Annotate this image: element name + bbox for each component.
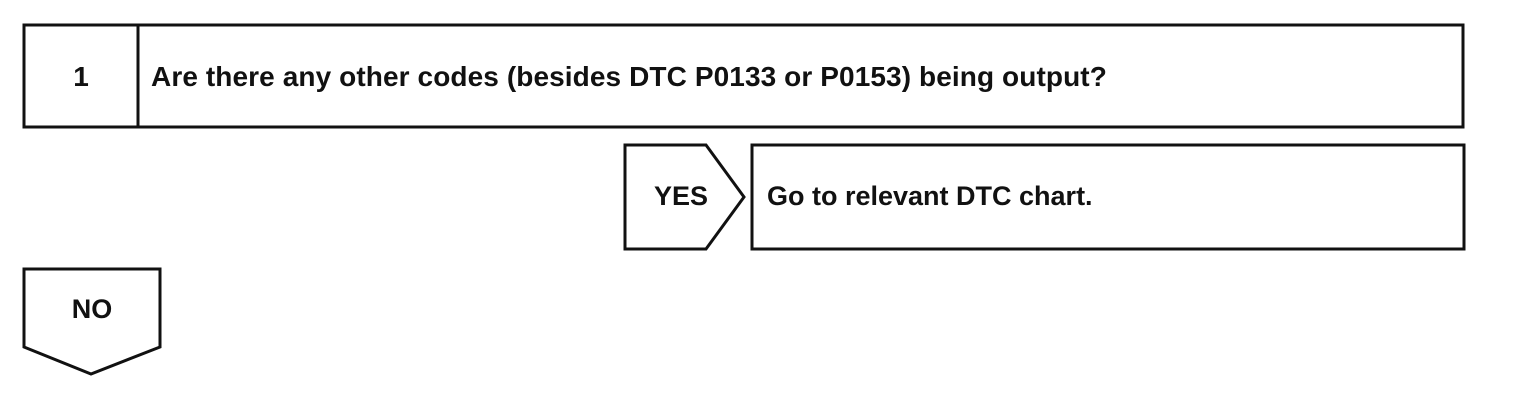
step-question: Are there any other codes (besides DTC P… — [151, 61, 1107, 92]
no-arrow-box — [22, 267, 162, 376]
question-box — [22, 23, 1465, 129]
yes-action-box — [750, 143, 1466, 251]
no-label: NO — [71, 294, 113, 324]
yes-label: YES — [653, 181, 709, 211]
step-number: 1 — [73, 61, 89, 92]
yes-action-text: Go to relevant DTC chart. — [767, 181, 1093, 211]
yes-arrow-box — [623, 143, 746, 251]
